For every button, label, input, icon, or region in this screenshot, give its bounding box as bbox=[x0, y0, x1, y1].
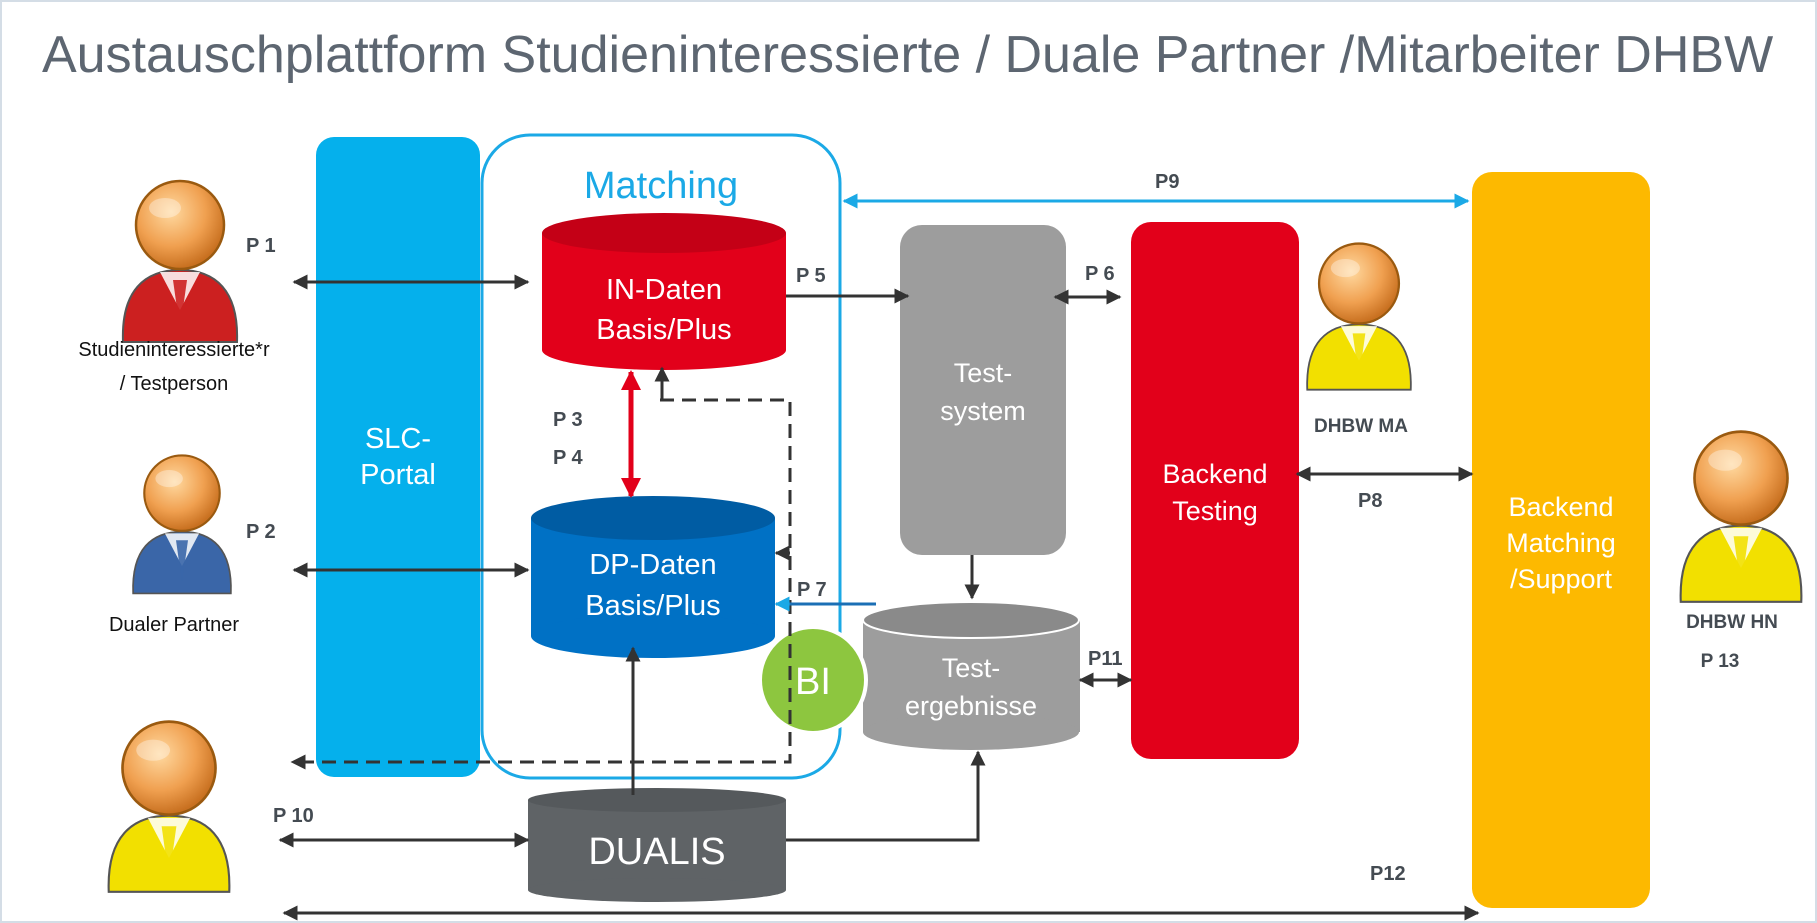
testergebnisse-label-2: ergebnisse bbox=[905, 691, 1037, 721]
in-daten-cylinder bbox=[542, 213, 786, 370]
dp-daten-label-2: Basis/Plus bbox=[585, 590, 720, 622]
in-daten-label-2: Basis/Plus bbox=[596, 314, 731, 346]
label-p2: P 2 bbox=[246, 521, 276, 543]
dp-daten-cylinder bbox=[531, 496, 775, 658]
label-p7: P 7 bbox=[797, 579, 827, 601]
label-p10: P 10 bbox=[273, 805, 314, 827]
label-p3: P 3 bbox=[553, 409, 583, 431]
label-p12: P12 bbox=[1370, 863, 1406, 885]
bi-circle bbox=[758, 625, 868, 735]
label-p11: P11 bbox=[1088, 648, 1122, 670]
dhbw-hn-label: DHBW HN bbox=[1686, 612, 1778, 633]
dhbw-hn-sub-label: P 13 bbox=[1701, 651, 1740, 672]
slc-portal-label-2: Portal bbox=[360, 459, 436, 491]
connectors bbox=[278, 274, 1480, 921]
testsystem-label-1: Test- bbox=[954, 358, 1013, 388]
label-p4: P 4 bbox=[553, 447, 584, 469]
dhbw-ma-label: DHBW MA bbox=[1314, 416, 1408, 437]
testergebnisse-cylinder bbox=[862, 601, 1080, 750]
backend-matching-box bbox=[1472, 172, 1650, 908]
matching-container bbox=[480, 133, 842, 780]
arrow-dashed-portal bbox=[290, 398, 792, 770]
dualer-partner-label: Dualer Partner bbox=[109, 614, 239, 636]
dualis-box bbox=[528, 788, 786, 902]
backend-testing-box bbox=[1131, 222, 1299, 759]
slc-portal-label-1: SLC- bbox=[365, 423, 431, 455]
bi-label: BI bbox=[795, 661, 831, 703]
backend-testing-label-1: Backend bbox=[1162, 459, 1267, 489]
studieninteressierte-label-2: / Testperson bbox=[120, 373, 229, 395]
label-p6: P 6 bbox=[1085, 263, 1115, 285]
arrow-dualis-testergebnisse bbox=[786, 750, 986, 842]
testsystem-label-2: system bbox=[940, 396, 1026, 426]
backend-matching-label-2: Matching bbox=[1506, 528, 1616, 558]
label-p8: P8 bbox=[1358, 490, 1382, 512]
dashed-loop bbox=[290, 398, 792, 770]
backend-matching-label-3: /Support bbox=[1510, 564, 1613, 594]
matching-title: Matching bbox=[584, 165, 738, 207]
backend-testing-label-2: Testing bbox=[1172, 496, 1258, 526]
label-p5: P 5 bbox=[796, 265, 826, 287]
backend-matching-label-1: Backend bbox=[1508, 492, 1613, 522]
dp-daten-label-1: DP-Daten bbox=[589, 549, 716, 581]
testsystem-box bbox=[900, 225, 1066, 555]
in-daten-label-1: IN-Daten bbox=[606, 274, 722, 306]
slc-portal-box bbox=[316, 137, 480, 777]
label-p1: P 1 bbox=[246, 235, 276, 257]
label-p9: P9 bbox=[1155, 171, 1179, 193]
dualis-label: DUALIS bbox=[588, 831, 725, 873]
studieninteressierte-label-1: Studieninteressierte*r bbox=[78, 339, 270, 361]
testergebnisse-label-1: Test- bbox=[942, 653, 1001, 683]
page-title: Austauschplattform Studieninteressierte … bbox=[42, 26, 1773, 84]
